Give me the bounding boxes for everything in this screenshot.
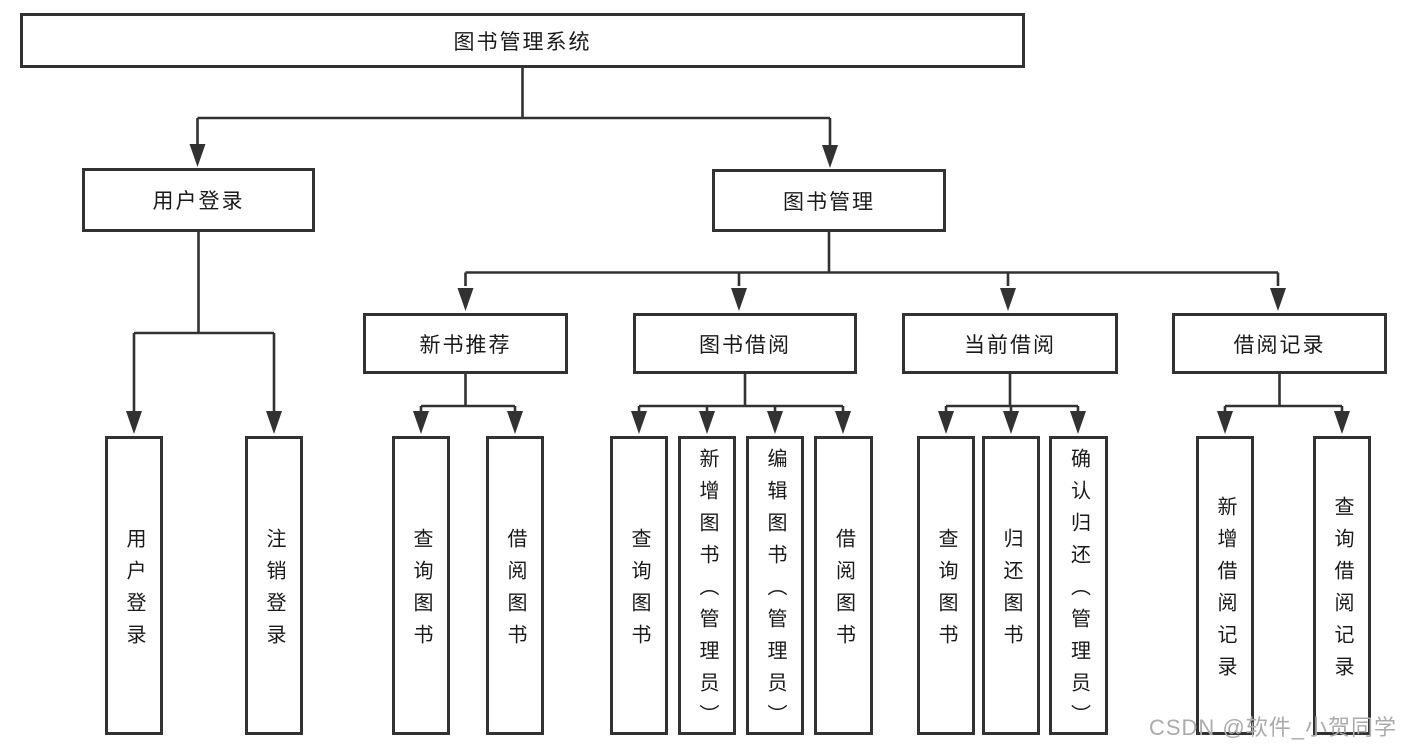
node-root-system: 图书管理系统 [20,13,1025,68]
node-book-management-label: 图书管理 [783,190,875,214]
leaf-query-books-2: 查询图书 [610,436,668,735]
leaf-query-books-1: 查询图书 [392,436,450,735]
node-user-login-label: 用户登录 [152,190,245,213]
leaf-add-borrow-record-label: 新增借阅记录 [1214,495,1236,688]
leaf-query-borrow-record-label: 查询借阅记录 [1331,495,1353,688]
node-book-management: 图书管理 [712,169,946,232]
leaf-add-borrow-record: 新增借阅记录 [1196,436,1254,735]
csdn-watermark: CSDN @软件_小贺同学 [1148,715,1397,740]
node-current-borrowing-label: 当前借阅 [964,333,1056,357]
leaf-user-login: 用户登录 [105,436,163,735]
leaf-borrow-books-1: 借阅图书 [486,436,544,735]
leaf-query-books-1-label: 查询图书 [410,527,432,656]
leaf-borrow-books-2: 借阅图书 [814,436,873,735]
leaf-confirm-return-admin: 确认归还（管理员） [1049,436,1108,736]
leaf-logout-label: 注销登录 [263,527,285,656]
node-user-login: 用户登录 [82,168,315,232]
leaf-query-borrow-record: 查询借阅记录 [1313,436,1371,735]
node-new-book-recommend-label: 新书推荐 [419,333,512,357]
leaf-query-books-3-label: 查询图书 [935,527,957,656]
leaf-query-books-3: 查询图书 [917,436,975,735]
leaf-confirm-return-admin-label: 确认归还（管理员） [1067,447,1090,736]
leaf-borrow-books-2-label: 借阅图书 [832,527,855,656]
leaf-edit-book-admin-label: 编辑图书（管理员） [764,447,786,736]
leaf-return-books-label: 归还图书 [1000,527,1022,656]
leaf-user-login-label: 用户登录 [123,527,145,656]
leaf-borrow-books-1-label: 借阅图书 [504,527,526,656]
node-new-book-recommend: 新书推荐 [363,313,568,374]
node-book-borrowing: 图书借阅 [633,313,857,374]
leaf-return-books: 归还图书 [982,436,1040,735]
leaf-edit-book-admin: 编辑图书（管理员） [746,436,804,736]
leaf-add-book-admin-label: 新增图书（管理员） [696,447,718,736]
leaf-add-book-admin: 新增图书（管理员） [678,436,736,736]
node-current-borrowing: 当前借阅 [902,313,1118,374]
node-borrowing-records-label: 借阅记录 [1233,333,1326,357]
node-root-system-label: 图书管理系统 [453,30,592,54]
node-borrowing-records: 借阅记录 [1172,313,1387,374]
leaf-logout: 注销登录 [245,436,303,735]
node-book-borrowing-label: 图书借阅 [699,333,791,357]
leaf-query-books-2-label: 查询图书 [628,527,650,656]
